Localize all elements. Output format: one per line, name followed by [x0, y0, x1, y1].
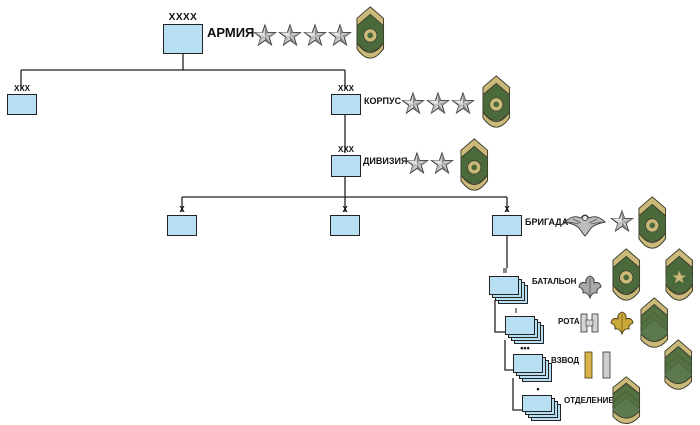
captain-bars-icon — [580, 313, 599, 333]
command-sergeant-major-chevron-icon — [460, 138, 489, 191]
platoon-unit-box[interactable] — [513, 354, 543, 373]
command-sergeant-major-chevron-icon — [638, 196, 667, 249]
squad-echelon-marker: • — [536, 384, 540, 394]
brigade-unit-box[interactable] — [492, 215, 522, 236]
corps-unit-box[interactable] — [331, 94, 361, 115]
battalion-label: БАТАЛЬОН — [532, 277, 577, 286]
division-stars — [405, 152, 454, 174]
star-icon — [451, 92, 475, 114]
staff-sergeant-chevron-icon — [612, 376, 641, 425]
first-sergeant-chevron-icon — [640, 297, 669, 348]
star-icon — [254, 24, 277, 46]
battalion-unit-box[interactable] — [489, 276, 519, 295]
star-icon — [328, 24, 352, 46]
army-echelon-marker: XXXX — [168, 12, 198, 23]
corps-left-unit-box[interactable] — [7, 94, 37, 115]
star-icon — [610, 210, 634, 232]
star-icon — [430, 152, 454, 174]
corps-left-echelon-marker: XXX — [13, 84, 30, 93]
army-stars — [254, 24, 352, 46]
squad-unit-box[interactable] — [522, 395, 552, 412]
star-icon — [401, 92, 425, 114]
brigade-label: БРИГАДА — [525, 217, 569, 227]
corps-stars — [401, 92, 475, 114]
oak-leaf-gold-icon — [610, 311, 634, 336]
command-sergeant-major-chevron-icon — [482, 75, 511, 128]
line-company-platoon — [504, 340, 513, 371]
company-label: РОТА — [558, 317, 580, 326]
sergeant-first-class-chevron-icon — [664, 339, 693, 390]
star-icon — [426, 92, 450, 114]
platoon-echelon-marker: ••• — [520, 343, 530, 353]
battalion-echelon-marker: II — [503, 268, 507, 275]
line-platoon-squad — [512, 378, 522, 411]
army-unit-box[interactable] — [163, 24, 203, 54]
army-label: АРМИЯ — [207, 25, 255, 40]
command-sergeant-major-star-chevron-icon — [665, 248, 694, 301]
corps-label: КОРПУС — [364, 96, 402, 106]
company-echelon-marker: I — [515, 308, 517, 315]
lieutenant-bar-silver-icon — [602, 351, 611, 379]
brigade-1-echelon-marker: X — [179, 205, 185, 214]
division-label: ДИВИЗИЯ — [363, 156, 408, 166]
eagle-icon — [564, 214, 606, 237]
squad-label: ОТДЕЛЕНИЕ — [564, 396, 614, 405]
company-unit-box[interactable] — [505, 316, 535, 335]
star-icon — [278, 24, 302, 46]
brigade-2-echelon-marker: X — [342, 205, 348, 214]
star-icon — [405, 152, 429, 174]
division-unit-box[interactable] — [331, 155, 361, 177]
corps-echelon-marker: XXX — [337, 84, 354, 93]
division-echelon-marker: XXX — [337, 145, 354, 154]
connector-lines — [20, 54, 522, 411]
star-icon — [303, 24, 327, 46]
lieutenant-bar-gold-icon — [584, 351, 593, 379]
oak-leaf-silver-icon — [578, 275, 602, 300]
command-sergeant-major-chevron-icon — [356, 6, 385, 59]
line-battalion-company — [494, 300, 505, 333]
platoon-label: ВЗВОД — [551, 356, 580, 365]
sergeant-major-chevron-icon — [612, 248, 641, 301]
brigade-echelon-marker: X — [504, 205, 510, 214]
brigade-1-unit-box[interactable] — [167, 215, 197, 236]
brigade-2-unit-box[interactable] — [330, 215, 360, 236]
